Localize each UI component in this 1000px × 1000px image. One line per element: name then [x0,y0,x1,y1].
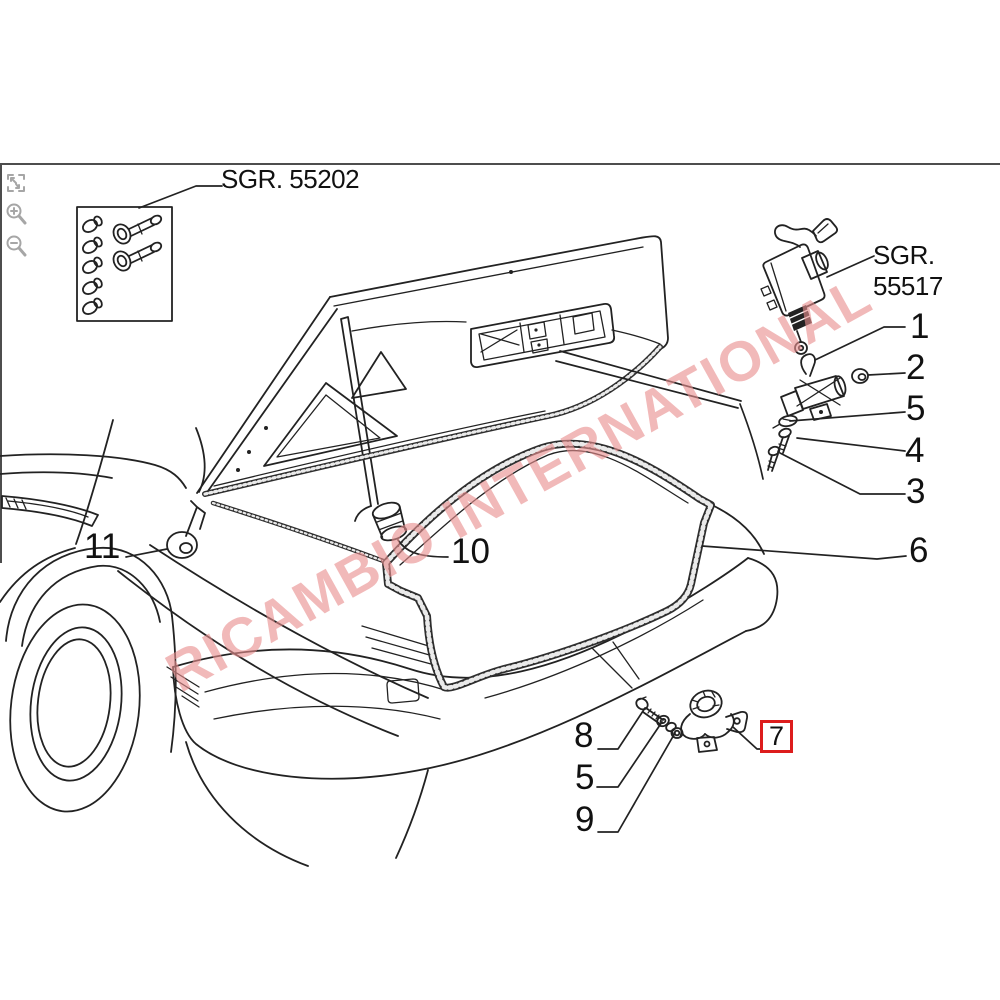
viewer-toolbar [3,170,29,262]
top-divider [0,163,1000,165]
label-sgr-55517: SGR. 55517 [873,240,943,301]
zoom-in-button[interactable] [3,202,29,230]
callout-5b: 5 [575,758,595,797]
callout-1: 1 [910,307,930,346]
lock-latch [780,353,847,421]
striker-catch [680,689,749,753]
bump-stop [371,501,408,542]
trunk-lid [185,235,669,537]
callout-4: 4 [905,431,925,470]
bolt-part [635,696,664,725]
callout-8: 8 [574,716,594,755]
parts-box [76,206,173,322]
left-divider [0,163,2,563]
washer-parts [656,714,677,733]
car-body [0,419,779,867]
callout-2: 2 [906,348,926,387]
callout-6: 6 [909,531,929,570]
zoom-in-icon [6,203,27,225]
zoom-out-icon [6,235,27,257]
expander-clip-icon [112,214,163,272]
label-sgr-55202: SGR. 55202 [221,164,360,194]
callout-10: 10 [451,532,490,571]
fit-screen-button[interactable] [3,170,29,198]
callout-11: 11 [84,527,121,566]
grommet-part [851,368,869,384]
clip-part [772,414,798,429]
callout-7-highlighted: 7 [760,720,793,753]
leader-lines [125,185,907,833]
callout-3: 3 [906,472,926,511]
rivet-clip-icon [82,215,103,315]
screw-part-3 [767,445,781,472]
fit-screen-icon [7,173,25,192]
callout-5: 5 [906,389,926,428]
weatherstrip-seals [202,344,715,692]
grommet-buffer [166,531,198,559]
lock-actuator [760,218,839,355]
callout-9: 9 [575,800,595,839]
zoom-out-button[interactable] [3,234,29,262]
